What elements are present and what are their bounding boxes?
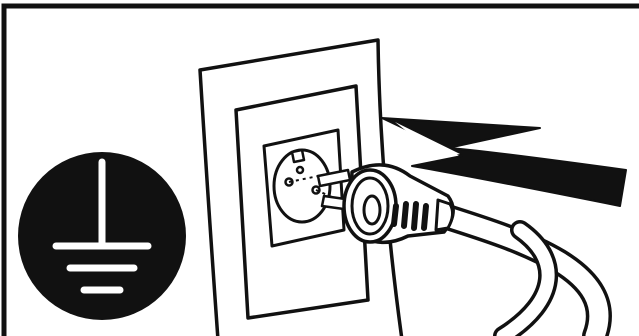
ground-symbol-icon — [18, 152, 186, 320]
power-cord-icon — [438, 214, 599, 336]
